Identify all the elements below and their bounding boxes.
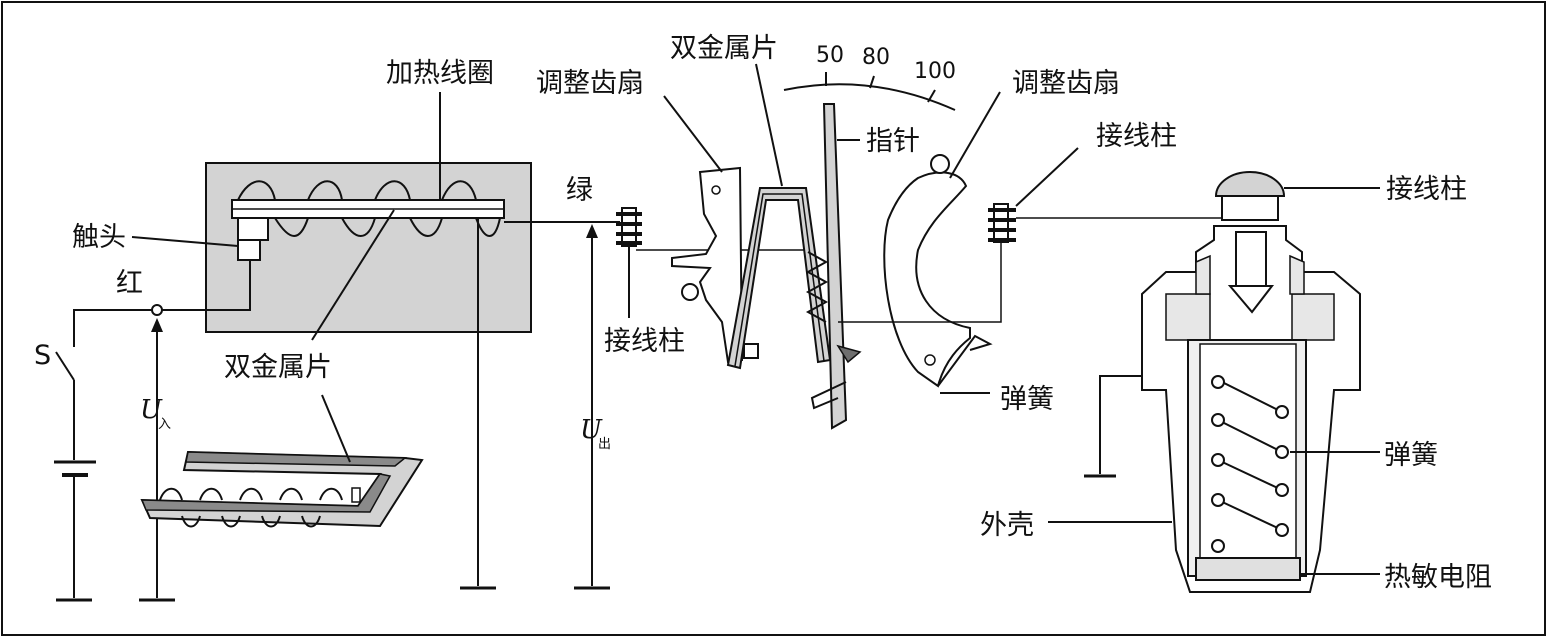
thermistor-element bbox=[1195, 557, 1301, 581]
label-terminal-right: 接线柱 bbox=[1386, 174, 1467, 205]
u-out-symbol: U bbox=[580, 415, 603, 445]
contact-lower bbox=[237, 239, 261, 261]
terminal-right bbox=[988, 203, 1016, 243]
label-green: 绿 bbox=[566, 175, 593, 206]
u-out-subscript: 出 bbox=[598, 437, 611, 452]
label-spring-sensor: 弹簧 bbox=[1384, 440, 1438, 471]
scale-mark-80: 80 bbox=[862, 45, 890, 70]
terminal-left bbox=[616, 207, 642, 247]
label-shell: 外壳 bbox=[980, 510, 1034, 541]
scale-mark-100: 100 bbox=[914, 59, 956, 84]
u-in-symbol: U bbox=[140, 395, 163, 425]
u-in-subscript: 入 bbox=[158, 417, 171, 432]
red-node bbox=[151, 304, 163, 316]
adjust-sector-right bbox=[883, 171, 971, 388]
scale-mark-50: 50 bbox=[816, 43, 844, 68]
sensor-spring bbox=[1211, 375, 1289, 553]
label-bimetal-bottom: 双金属片 bbox=[224, 352, 332, 383]
heating-coil-loops bbox=[237, 180, 501, 237]
switch-wire bbox=[73, 309, 152, 347]
bimetal-illustration bbox=[140, 394, 424, 528]
scale-arc bbox=[783, 83, 956, 111]
gauge-bimetal bbox=[726, 187, 832, 370]
label-spring-gauge: 弹簧 bbox=[1000, 384, 1054, 415]
temperature-sensor bbox=[1141, 171, 1361, 593]
label-bimetal-top: 双金属片 bbox=[670, 33, 778, 64]
switch-s bbox=[55, 351, 75, 381]
gauge-spring bbox=[805, 251, 829, 323]
label-pointer: 指针 bbox=[866, 126, 920, 157]
pointer bbox=[822, 103, 848, 430]
label-terminal-mid: 接线柱 bbox=[604, 326, 685, 357]
label-thermistor: 热敏电阻 bbox=[1384, 562, 1492, 593]
label-switch-s: S bbox=[34, 340, 51, 371]
label-terminal-top: 接线柱 bbox=[1096, 121, 1177, 152]
label-adjust-sector-left: 调整齿扇 bbox=[536, 68, 644, 99]
label-red: 红 bbox=[116, 268, 143, 299]
label-contact: 触头 bbox=[72, 222, 126, 253]
label-adjust-sector-right: 调整齿扇 bbox=[1012, 68, 1120, 99]
contact-upper bbox=[237, 217, 269, 241]
label-heating-coil: 加热线圈 bbox=[386, 58, 494, 89]
